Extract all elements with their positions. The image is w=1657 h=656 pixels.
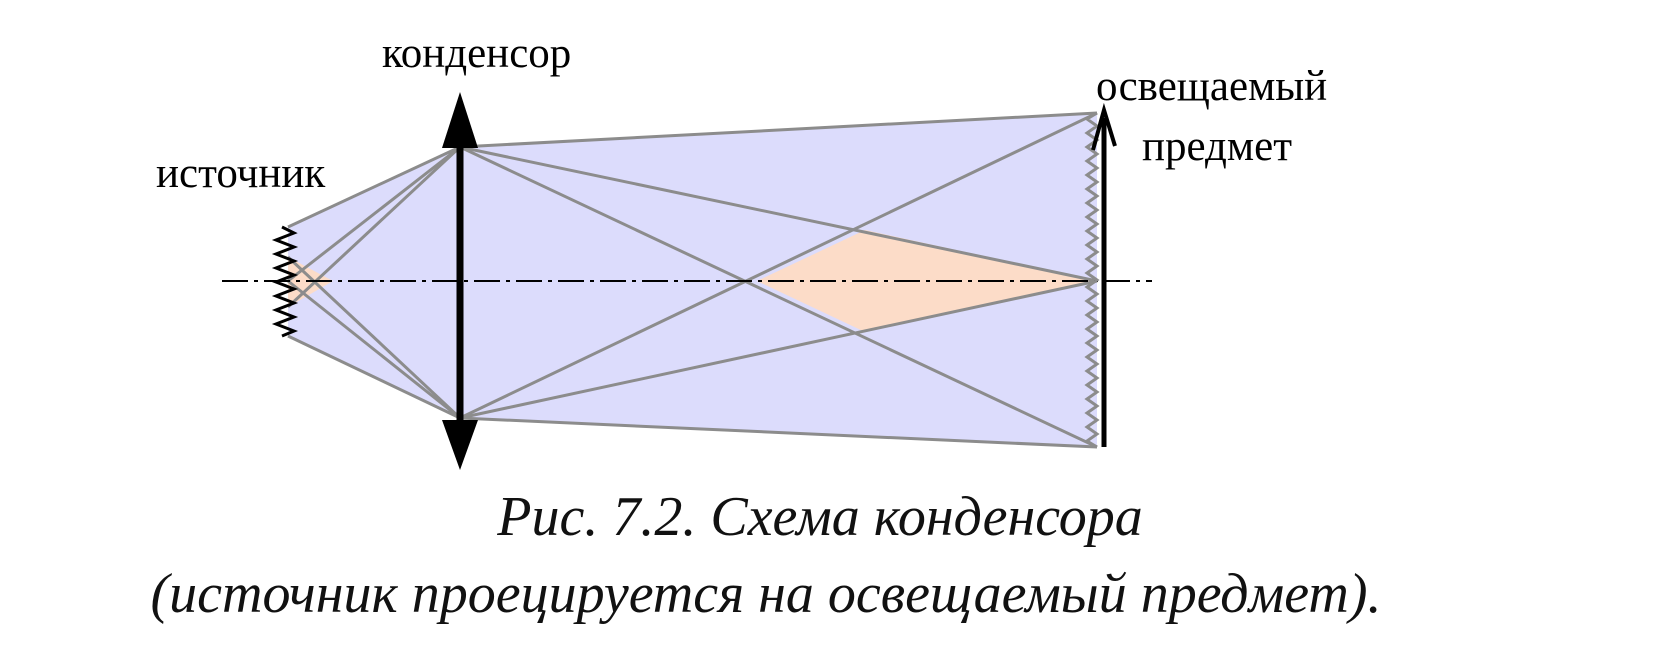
- source-filament-icon: [271, 225, 299, 338]
- ray: [286, 255, 462, 420]
- ray: [459, 416, 1098, 449]
- label-condenser: конденсор: [382, 30, 571, 77]
- ray: [459, 111, 1098, 420]
- label-object-line1: освещаемый: [1096, 63, 1327, 110]
- label-source: источник: [156, 150, 325, 197]
- object-wavy-icon: [1084, 111, 1100, 449]
- ray: [459, 145, 1098, 449]
- ray: [287, 334, 461, 420]
- ray: [459, 279, 1098, 420]
- caption-line2: (источник проецируется на освещаемый пре…: [151, 563, 1382, 625]
- label-object-line2: предмет: [1142, 123, 1292, 170]
- rays: [286, 111, 1098, 449]
- condenser-lens-icon: [442, 92, 478, 470]
- ray: [459, 111, 1098, 149]
- ray: [287, 145, 461, 229]
- ray: [459, 145, 1098, 283]
- caption-line1: Рис. 7.2. Схема конденсора: [496, 486, 1142, 548]
- ray: [287, 145, 461, 283]
- object-arrow-icon: [1091, 102, 1117, 447]
- ray: [287, 279, 461, 420]
